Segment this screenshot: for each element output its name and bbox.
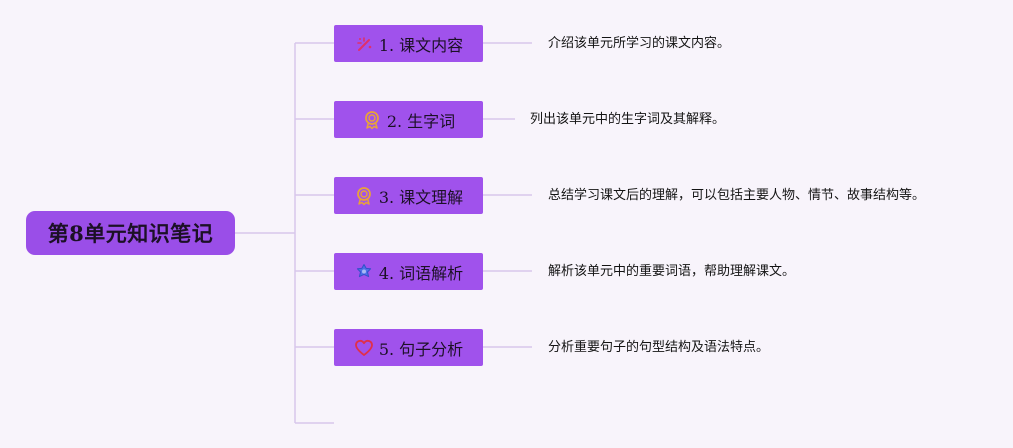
branch-description-5: 分析重要句子的句型结构及语法特点。 bbox=[548, 340, 770, 355]
branch-node-5-label: 5. 句子分析 bbox=[378, 339, 464, 359]
branch-node-2[interactable]: 2. 生字词 bbox=[334, 101, 483, 138]
root-node[interactable]: 第8单元知识笔记 bbox=[26, 211, 235, 255]
branch-node-5[interactable]: 5. 句子分析 bbox=[334, 329, 483, 366]
branch-node-2-label: 2. 生字词 bbox=[386, 111, 456, 131]
branch-node-4[interactable]: 4. 词语解析 bbox=[334, 253, 483, 290]
branch-description-1: 介绍该单元所学习的课文内容。 bbox=[548, 36, 731, 51]
sparkle-wand-icon bbox=[354, 34, 374, 54]
heart-outline-icon bbox=[354, 338, 374, 358]
branch-node-1[interactable]: 1. 课文内容 bbox=[334, 25, 483, 62]
award-ribbon-icon bbox=[354, 186, 374, 206]
branch-description-4: 解析该单元中的重要词语，帮助理解课文。 bbox=[548, 264, 796, 279]
branch-node-1-label: 1. 课文内容 bbox=[378, 35, 464, 55]
branch-node-3[interactable]: 3. 课文理解 bbox=[334, 177, 483, 214]
root-node-label: 第8单元知识笔记 bbox=[47, 221, 214, 246]
branch-node-4-label: 4. 词语解析 bbox=[378, 263, 464, 283]
award-ribbon-icon bbox=[362, 110, 382, 130]
branch-description-3: 总结学习课文后的理解，可以包括主要人物、情节、故事结构等。 bbox=[548, 188, 926, 203]
blue-flower-icon bbox=[354, 262, 374, 282]
branch-node-3-label: 3. 课文理解 bbox=[378, 187, 464, 207]
branch-description-2: 列出该单元中的生字词及其解释。 bbox=[530, 112, 726, 127]
